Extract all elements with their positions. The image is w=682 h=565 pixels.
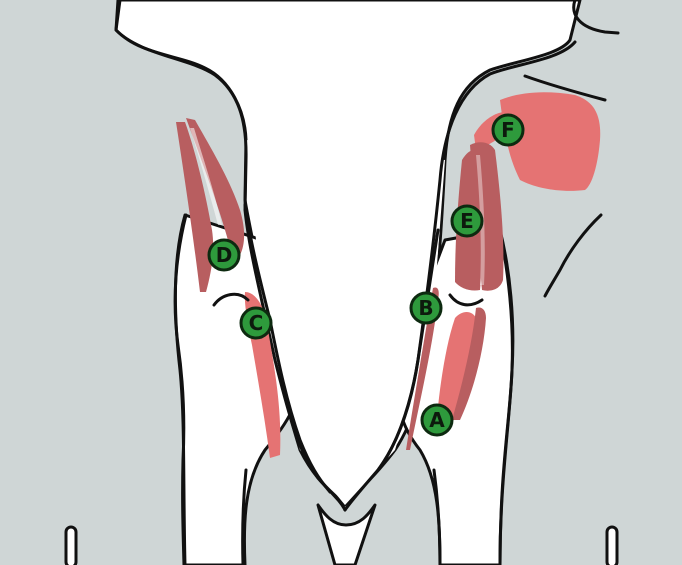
label-b-circle [409,291,443,325]
label-a-text: A [429,408,445,432]
label-d-circle [207,238,241,272]
label-c: C [239,306,273,340]
label-b: B [409,291,443,325]
left-post [64,525,78,565]
left-limb-outer-edge [173,213,188,565]
left-limb-lower-edge [241,468,248,565]
shoulder-top-line [523,74,607,102]
muscle-a-main [436,312,477,434]
label-f: F [491,113,525,147]
right-limb-lower-edge [432,468,442,565]
body-contour-right [543,213,603,298]
label-e-text: E [460,209,474,233]
shoulder-curve [572,0,620,35]
chest-area [246,140,445,505]
muscle-a-outer [452,307,486,420]
label-c-circle [239,306,273,340]
left-limb-inner-edge [243,203,332,494]
label-a-circle [420,403,454,437]
label-d-text: D [216,243,233,267]
label-a: A [420,403,454,437]
right-limb-inner-edge [376,228,440,472]
label-e: E [450,204,484,238]
label-f-circle [491,113,525,147]
muscle-b [406,287,439,450]
label-b-text: B [418,296,433,320]
label-e-circle [450,204,484,238]
muscle-d-outer [176,122,214,292]
right-limb-outer-edge [498,230,514,565]
left-elbow-curve [212,292,250,307]
label-f-text: F [501,118,515,142]
label-d: D [207,238,241,272]
sternum-notch [316,503,377,565]
muscle-d-highlight [190,128,222,225]
right-post [605,525,619,565]
muscle-f [500,92,601,191]
label-c-text: C [249,311,264,335]
right-elbow-curve [448,293,484,307]
